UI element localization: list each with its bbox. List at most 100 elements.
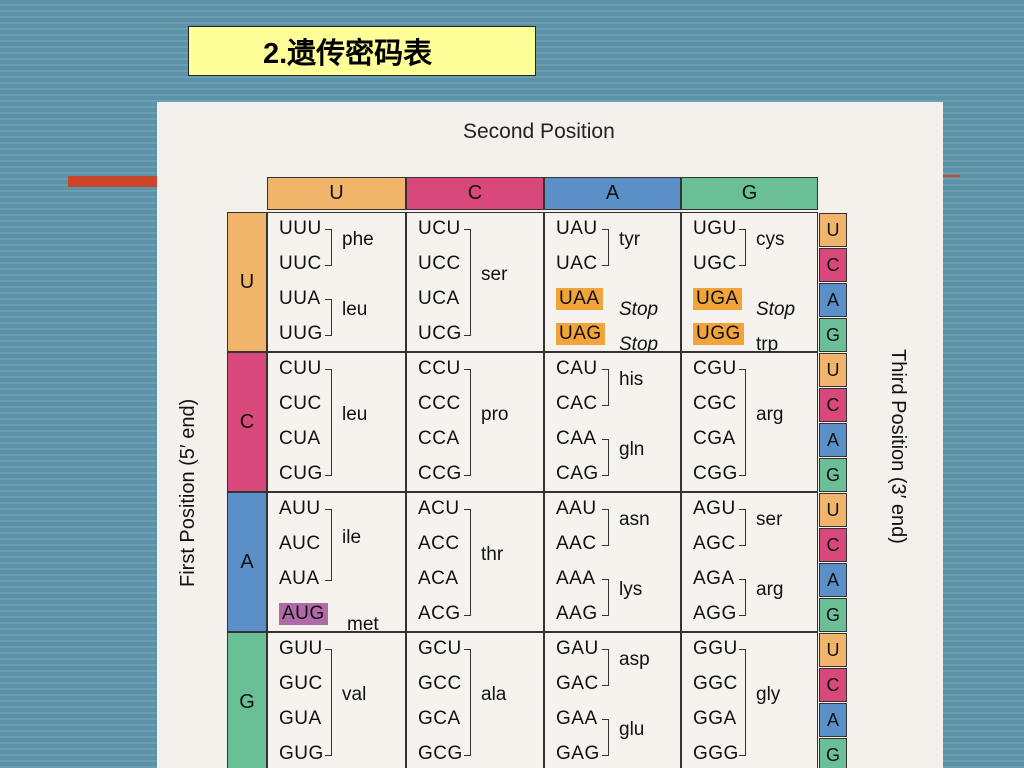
codon: GAG xyxy=(556,743,600,764)
codon-cell xyxy=(267,632,406,768)
codon: GAC xyxy=(556,673,599,694)
codon: UUA xyxy=(279,288,321,309)
amino-acid-label: tyr xyxy=(619,229,641,250)
codon: CCA xyxy=(418,428,460,449)
genetic-code-photo: Second Position First Position (5′ end) … xyxy=(157,102,943,768)
codon: CGG xyxy=(693,463,738,484)
amino-acid-label: thr xyxy=(481,544,504,565)
codon: CGA xyxy=(693,428,736,449)
codon-bracket xyxy=(325,649,332,756)
codon-cell xyxy=(681,632,818,768)
codon: GGC xyxy=(693,673,738,694)
codon: CAU xyxy=(556,358,598,379)
codon-bracket xyxy=(602,439,609,476)
amino-acid-label: met xyxy=(347,614,379,635)
amino-acid-label: ala xyxy=(481,684,507,705)
codon: CGU xyxy=(693,358,737,379)
codon-bracket xyxy=(602,369,609,406)
codon-cell xyxy=(406,492,544,632)
amino-acid-label: leu xyxy=(342,299,368,320)
codon: AGG xyxy=(693,603,737,624)
codon: UGU xyxy=(693,218,737,239)
codon-cell xyxy=(681,492,818,632)
codon-bracket xyxy=(325,299,332,336)
codon: ACA xyxy=(418,568,459,589)
amino-acid-label: val xyxy=(342,684,367,705)
amino-acid-label: ser xyxy=(756,509,783,530)
codon: CAA xyxy=(556,428,597,449)
amino-acid-label: ile xyxy=(342,527,362,548)
second-position-header-g: G xyxy=(681,177,818,210)
third-position-c: C xyxy=(819,248,847,282)
third-position-u: U xyxy=(819,213,847,247)
codon: GUU xyxy=(279,638,323,659)
amino-acid-label: asp xyxy=(619,649,650,670)
second-position-label: Second Position xyxy=(463,120,615,143)
codon: CCC xyxy=(418,393,461,414)
codon-bracket xyxy=(464,509,471,616)
codon: AAC xyxy=(556,533,597,554)
codon-cell xyxy=(267,352,406,492)
amino-acid-label: Stop xyxy=(619,299,659,320)
codon: GAA xyxy=(556,708,598,729)
codon: UCU xyxy=(418,218,461,239)
codon: GUA xyxy=(279,708,322,729)
amino-acid-label: pro xyxy=(481,404,509,425)
amino-acid-label: leu xyxy=(342,404,368,425)
codon: GGA xyxy=(693,708,737,729)
codon-bracket xyxy=(739,579,746,616)
amino-acid-label: gln xyxy=(619,439,645,460)
codon: AGC xyxy=(693,533,736,554)
codon-bracket xyxy=(602,579,609,616)
codon-bracket xyxy=(325,229,332,266)
first-position-u: U xyxy=(227,212,267,352)
codon-bracket xyxy=(464,649,471,756)
second-position-header-c: C xyxy=(406,177,544,210)
codon-cell xyxy=(406,632,544,768)
amino-acid-label: Stop xyxy=(756,299,796,320)
third-position-g: G xyxy=(819,738,847,768)
codon: UAU xyxy=(556,218,598,239)
codon: GGU xyxy=(693,638,738,659)
codon: AAU xyxy=(556,498,597,519)
amino-acid-label: arg xyxy=(756,404,784,425)
codon: AUU xyxy=(279,498,321,519)
codon: UAC xyxy=(556,253,598,274)
codon: UGC xyxy=(693,253,737,274)
codon: CUC xyxy=(279,393,322,414)
codon-bracket xyxy=(325,509,332,581)
stop-codon: UAG xyxy=(556,323,605,345)
stop-codon: UAA xyxy=(556,288,603,310)
codon-bracket xyxy=(325,369,332,476)
second-position-header-u: U xyxy=(267,177,406,210)
codon: CCU xyxy=(418,358,461,379)
codon: AGU xyxy=(693,498,736,519)
codon: ACC xyxy=(418,533,460,554)
codon-bracket xyxy=(602,719,609,756)
amino-acid-label: arg xyxy=(756,579,784,600)
codon: GUC xyxy=(279,673,323,694)
codon: CUU xyxy=(279,358,322,379)
codon-cell xyxy=(544,632,681,768)
codon-cell xyxy=(267,212,406,352)
codon: CAC xyxy=(556,393,598,414)
amino-acid-label: phe xyxy=(342,229,374,250)
third-position-a: A xyxy=(819,283,847,317)
codon: UCC xyxy=(418,253,461,274)
amino-acid-label: gly xyxy=(756,684,781,705)
codon-cell xyxy=(681,352,818,492)
codon: UUG xyxy=(279,323,323,344)
codon: UCA xyxy=(418,288,460,309)
codon: UCG xyxy=(418,323,462,344)
codon: CUG xyxy=(279,463,323,484)
codon: ACG xyxy=(418,603,461,624)
codon: GAU xyxy=(556,638,599,659)
third-position-label: Third Position (3′ end) xyxy=(887,349,909,544)
codon-bracket xyxy=(739,229,746,266)
third-position-g: G xyxy=(819,598,847,632)
first-position-g: G xyxy=(227,632,267,768)
codon: AUC xyxy=(279,533,321,554)
start-codon: AUG xyxy=(279,603,328,625)
codon-bracket xyxy=(602,509,609,546)
codon: CCG xyxy=(418,463,462,484)
